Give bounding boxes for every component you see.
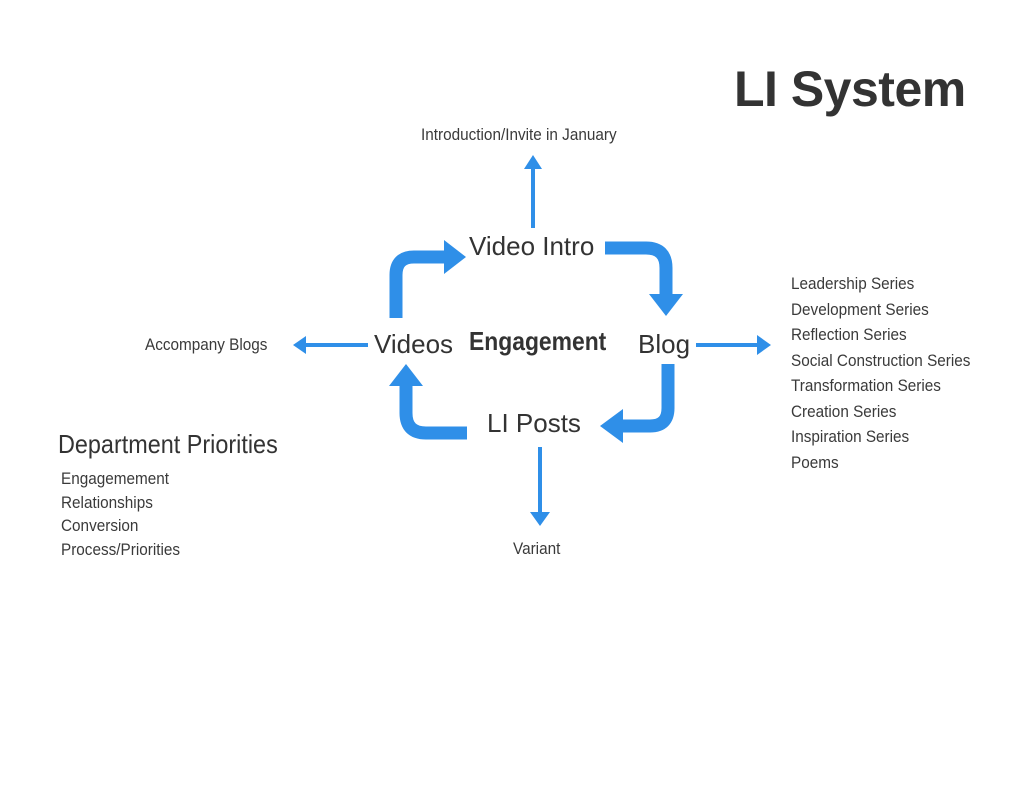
node-blog: Blog [638, 329, 691, 359]
node-videos: Videos [374, 329, 454, 359]
series-item: Creation Series [791, 401, 897, 421]
series-item: Leadership Series [791, 274, 915, 293]
branch-label-accompany-blogs: Accompany Blogs [145, 335, 268, 354]
loop-arrow-videos-to-intro [389, 240, 466, 318]
center-label-engagement: Engagement [469, 326, 607, 356]
priority-item: Process/Priorities [61, 539, 181, 559]
series-item: Social Construction Series [791, 350, 971, 370]
node-video-intro: Video Intro [469, 231, 595, 261]
branch-arrow-left [293, 336, 368, 354]
branch-label-variant: Variant [513, 539, 561, 558]
diagram-title: LI System [734, 61, 966, 117]
department-priorities-title: Department Priorities [58, 429, 278, 459]
priority-item: Engagemement [61, 469, 170, 488]
node-li-posts: LI Posts [487, 408, 581, 438]
branch-arrow-up [524, 155, 542, 228]
loop-arrow-blog-to-posts [600, 364, 675, 443]
series-item: Development Series [791, 299, 929, 319]
priority-item: Conversion [61, 516, 139, 535]
series-item: Reflection Series [791, 325, 907, 344]
series-item: Inspiration Series [791, 427, 910, 446]
branch-arrow-down [530, 447, 550, 526]
branch-arrow-right [696, 335, 771, 355]
branch-label-intro: Introduction/Invite in January [421, 125, 617, 144]
department-priorities-list: Engagemement Relationships Conversion Pr… [61, 468, 180, 562]
loop-arrow-intro-to-blog [605, 241, 683, 316]
priority-item: Relationships [61, 492, 153, 512]
series-item: Transformation Series [791, 376, 941, 395]
series-item: Poems [791, 452, 839, 472]
loop-arrow-posts-to-videos [389, 364, 467, 440]
blog-series-list: Leadership Series Development Series Ref… [791, 273, 970, 477]
